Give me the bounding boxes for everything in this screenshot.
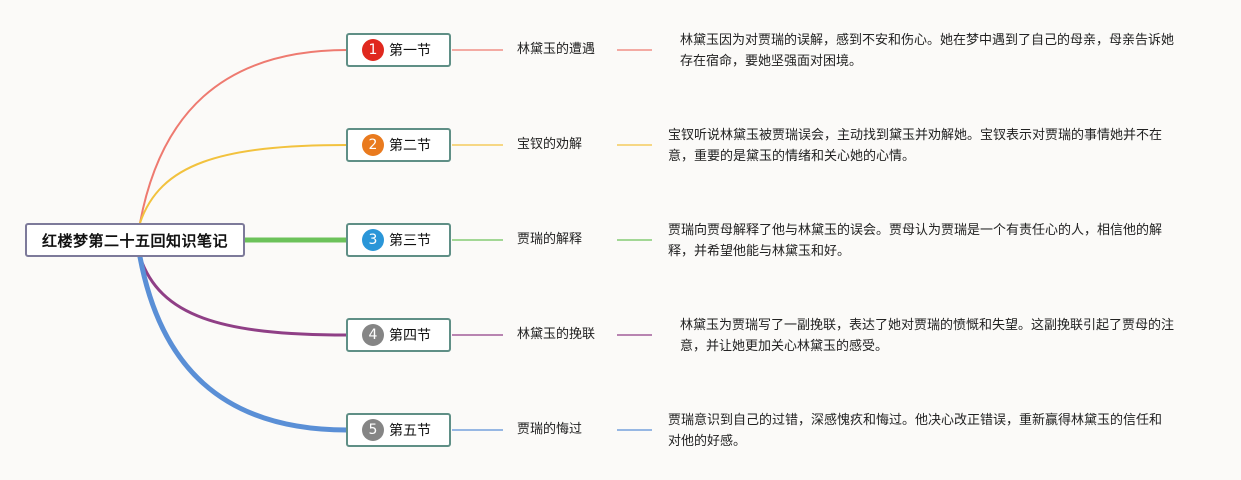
description-3[interactable]: 贾瑞向贾母解释了他与林黛玉的误会。贾母认为贾瑞是一个有责任心的人，相信他的解释，… bbox=[668, 223, 1163, 259]
section-node-2[interactable]: 2 第二节 bbox=[346, 128, 451, 162]
section-node-4[interactable]: 4 第四节 bbox=[346, 318, 451, 352]
number-badge-icon: 5 bbox=[362, 419, 384, 441]
section-node-1[interactable]: 1 第一节 bbox=[346, 33, 451, 67]
topic-1[interactable]: 林黛玉的遭遇 bbox=[517, 42, 596, 57]
branch-line-2 bbox=[139, 144, 348, 224]
number-badge-icon: 4 bbox=[362, 324, 384, 346]
topic-4[interactable]: 林黛玉的挽联 bbox=[517, 327, 596, 342]
description-1[interactable]: 林黛玉因为对贾瑞的误解，感到不安和伤心。她在梦中遇到了自己的母亲，母亲告诉她存在… bbox=[680, 33, 1175, 69]
root-topic[interactable]: 红楼梦第二十五回知识笔记 bbox=[25, 223, 245, 257]
branch-line-5 bbox=[137, 254, 350, 433]
number-badge-icon: 3 bbox=[362, 229, 384, 251]
branch-line-1 bbox=[139, 49, 348, 224]
section-node-3[interactable]: 3 第三节 bbox=[346, 223, 451, 257]
description-5[interactable]: 贾瑞意识到自己的过错，深感愧疚和悔过。他决心改正错误，重新赢得林黛玉的信任和对他… bbox=[668, 413, 1163, 449]
number-badge-icon: 2 bbox=[362, 134, 384, 156]
topic-2[interactable]: 宝钗的劝解 bbox=[517, 137, 583, 152]
topic-3[interactable]: 贾瑞的解释 bbox=[517, 232, 583, 247]
branch-line-4 bbox=[138, 255, 349, 337]
section-label: 第二节 bbox=[389, 138, 431, 154]
section-label: 第五节 bbox=[389, 423, 431, 439]
topic-5[interactable]: 贾瑞的悔过 bbox=[517, 422, 583, 437]
section-label: 第四节 bbox=[389, 328, 431, 344]
section-label: 第一节 bbox=[389, 43, 431, 59]
description-4[interactable]: 林黛玉为贾瑞写了一副挽联，表达了她对贾瑞的愤慨和失望。这副挽联引起了贾母的注意，… bbox=[680, 318, 1175, 354]
section-label: 第三节 bbox=[389, 233, 431, 249]
description-2[interactable]: 宝钗听说林黛玉被贾瑞误会，主动找到黛玉并劝解她。宝钗表示对贾瑞的事情她并不在意，… bbox=[668, 128, 1163, 164]
section-node-5[interactable]: 5 第五节 bbox=[346, 413, 451, 447]
number-badge-icon: 1 bbox=[362, 39, 384, 61]
